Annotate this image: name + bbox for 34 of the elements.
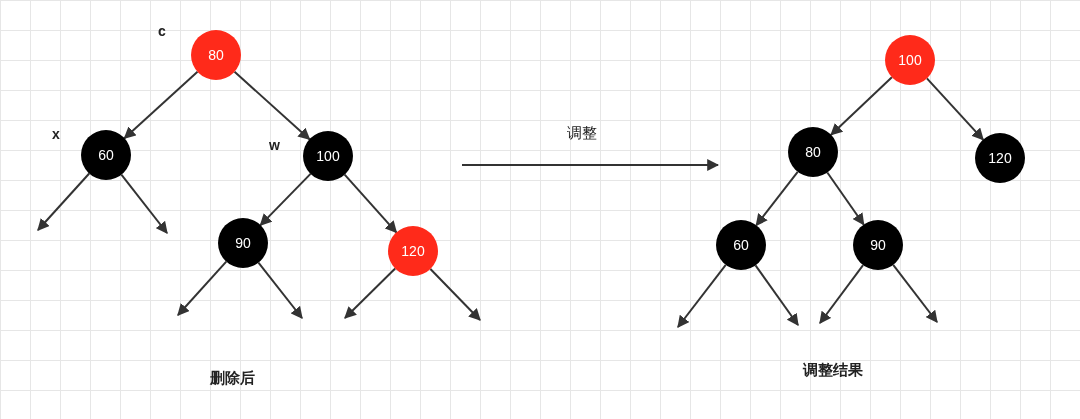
- arrow: [123, 70, 199, 140]
- tree-node-circle: 100: [303, 131, 353, 181]
- tree-node-circle: 120: [975, 133, 1025, 183]
- tree-node-circle: 120: [388, 226, 438, 276]
- node-annotation: w: [269, 137, 280, 153]
- arrow: [233, 70, 311, 141]
- caption-text: 调整结果: [803, 360, 863, 380]
- arrow: [892, 263, 938, 323]
- arrow: [755, 170, 799, 227]
- arrow: [120, 173, 168, 234]
- arrow: [37, 172, 91, 231]
- arrow: [754, 264, 799, 326]
- tree-node-circle: 90: [218, 218, 268, 268]
- arrow: [429, 267, 481, 321]
- arrow: [830, 76, 893, 136]
- tree-node-circle: 80: [191, 30, 241, 80]
- arrow: [343, 173, 398, 234]
- tree-node-circle: 80: [788, 127, 838, 177]
- tree-node-circle: 60: [716, 220, 766, 270]
- arrow: [257, 261, 303, 319]
- tree-node-circle: 90: [853, 220, 903, 270]
- arrow: [677, 263, 727, 328]
- node-annotation: x: [52, 126, 60, 142]
- node-annotation: c: [158, 23, 166, 39]
- arrow: [826, 171, 865, 226]
- arrow: [177, 260, 228, 316]
- arrow: [925, 77, 985, 141]
- arrow: [259, 172, 312, 227]
- caption-text: 删除后: [209, 368, 255, 388]
- arrow: [344, 267, 397, 319]
- tree-node-circle: 60: [81, 130, 131, 180]
- tree-node-circle: 100: [885, 35, 935, 85]
- arrow: [819, 264, 865, 324]
- arrow-label: 调整: [567, 123, 597, 143]
